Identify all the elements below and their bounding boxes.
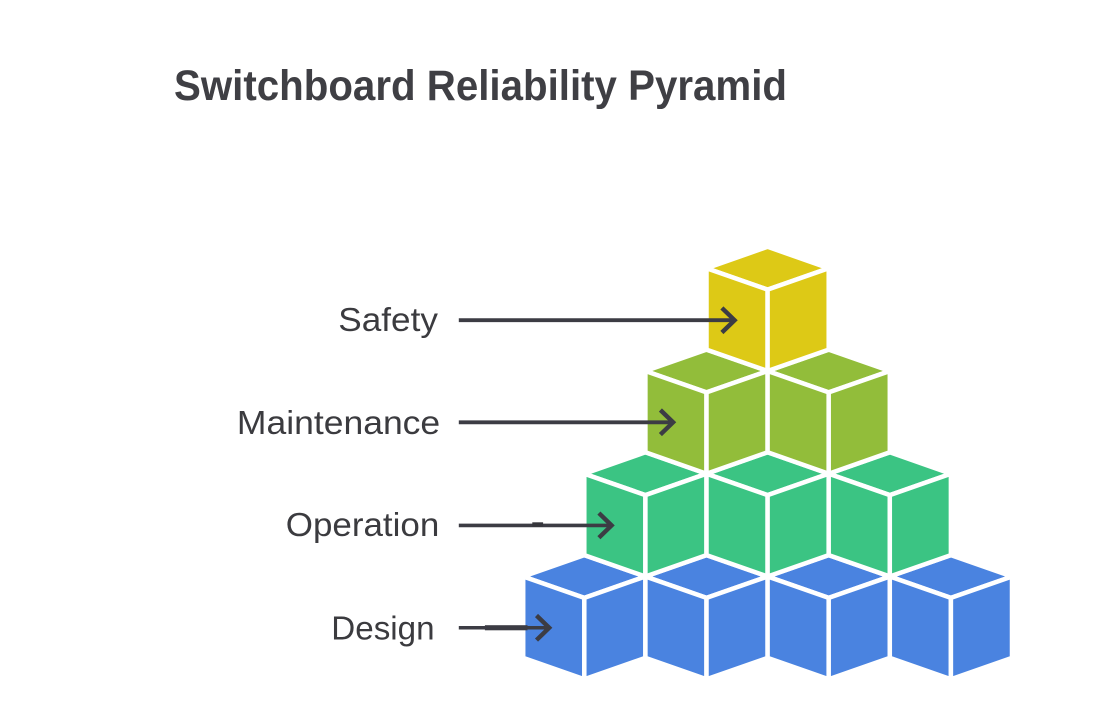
svg-text:Design: Design [331, 610, 434, 647]
svg-text:Operation: Operation [286, 506, 440, 543]
svg-text:Safety: Safety [338, 301, 438, 338]
svg-text:Maintenance: Maintenance [237, 404, 440, 441]
svg-text:Switchboard Reliability Pyrami: Switchboard Reliability Pyramid [174, 62, 787, 110]
